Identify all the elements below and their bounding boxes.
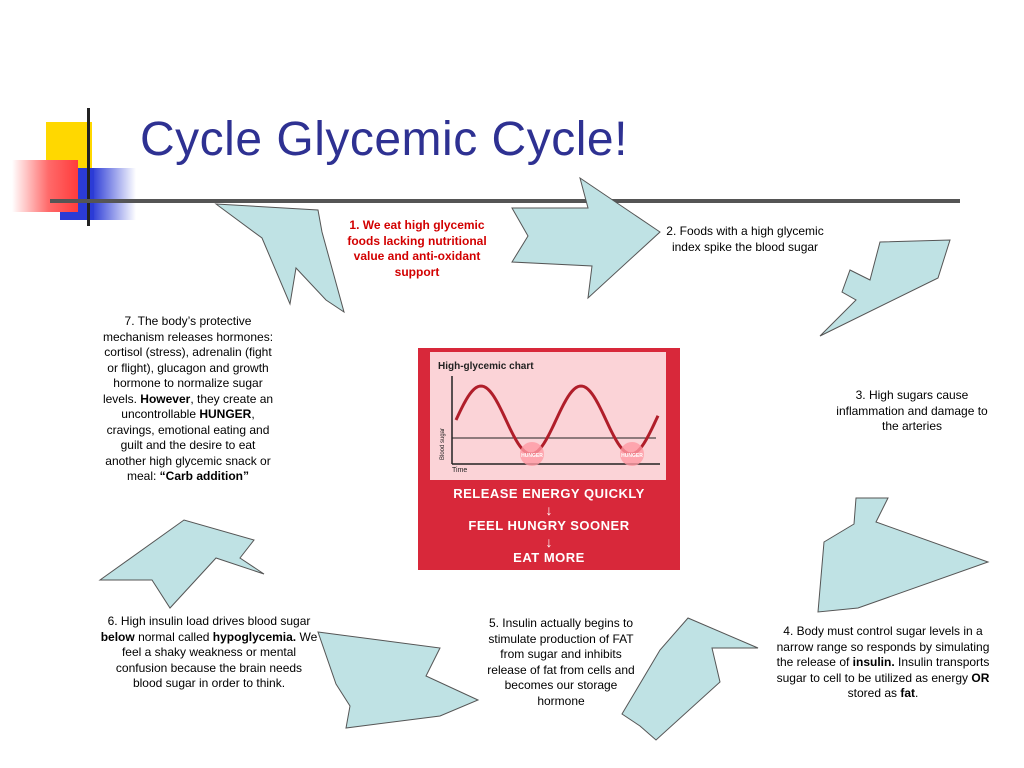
hunger-burst-1 (520, 442, 544, 466)
step-7-text-e: , cravings, emotional eating and guilt a… (105, 407, 271, 483)
step-6: 6. High insulin load drives blood sugar … (100, 614, 318, 692)
cycle-arrow-7 (214, 203, 345, 314)
step-6-below: below (100, 629, 135, 644)
step-7-text-c: , they create an uncontrollable (121, 391, 274, 422)
hunger-label-2: HUNGER (621, 453, 643, 459)
step-4-text-c: Insulin transports sugar to cell to be u… (776, 655, 990, 685)
decor-red-fade (12, 160, 78, 212)
cycle-arrow-1 (511, 176, 661, 300)
step-7-text-a: 7. The body’s protective mechanism relea… (102, 314, 274, 406)
cycle-arrow-5 (317, 631, 480, 729)
hunger-burst-2 (620, 442, 644, 466)
step-4-text-e: stored as (847, 686, 901, 700)
chart-title: High-glycemic chart (438, 361, 534, 372)
chart-down-arrow-1: ↓ (545, 502, 553, 518)
step-4-text-g: . (915, 686, 919, 700)
step-2: 2. Foods with a high glycemic index spik… (666, 224, 824, 254)
cycle-arrow-4 (621, 617, 759, 741)
step-1: 1. We eat high glycemic foods lacking nu… (347, 218, 487, 279)
step-4-insulin: insulin. (852, 655, 895, 669)
step-6-text-a: 6. High insulin load drives blood sugar (107, 614, 311, 628)
chart-line-feel-hungry: FEEL HUNGRY SOONER (468, 518, 630, 533)
step-7: 7. The body’s protective mechanism relea… (100, 314, 276, 485)
step-6-hypoglycemia: hypoglycemia. (212, 629, 297, 644)
cycle-arrow-3 (817, 497, 990, 613)
chart-line-eat-more: EAT MORE (513, 550, 585, 565)
cycle-arrow-2 (819, 239, 951, 337)
decor-vertical-line (87, 108, 90, 226)
cycle-arrow-6 (98, 519, 265, 609)
chart-x-label: Time (452, 467, 467, 474)
step-7-hunger: HUNGER (199, 407, 252, 421)
decor-blue-fade (92, 168, 136, 220)
slide-title: Cycle Glycemic Cycle! (140, 113, 628, 166)
chart-down-arrow-2: ↓ (545, 534, 553, 550)
step-7-however: However (140, 391, 191, 406)
step-4-text-a: 4. Body must control sugar levels in a n… (776, 624, 990, 669)
step-6-text-c: normal called (134, 629, 213, 644)
title-rule (50, 199, 960, 203)
step-4-fat: fat (900, 686, 916, 700)
hunger-label-1: HUNGER (521, 453, 543, 459)
chart-line-release-energy: RELEASE ENERGY QUICKLY (453, 486, 645, 501)
step-4-or: OR (971, 670, 990, 685)
step-7-carb-addition: “Carb addition” (159, 469, 250, 483)
step-3: 3. High sugars cause inflammation and da… (836, 388, 988, 433)
step-4: 4. Body must control sugar levels in a n… (772, 624, 994, 702)
step-6-text-e: We feel a shaky weakness or mental confu… (115, 629, 318, 691)
chart-y-label: Blood sugar (440, 428, 446, 460)
step-5: 5. Insulin actually begins to stimulate … (487, 616, 635, 708)
